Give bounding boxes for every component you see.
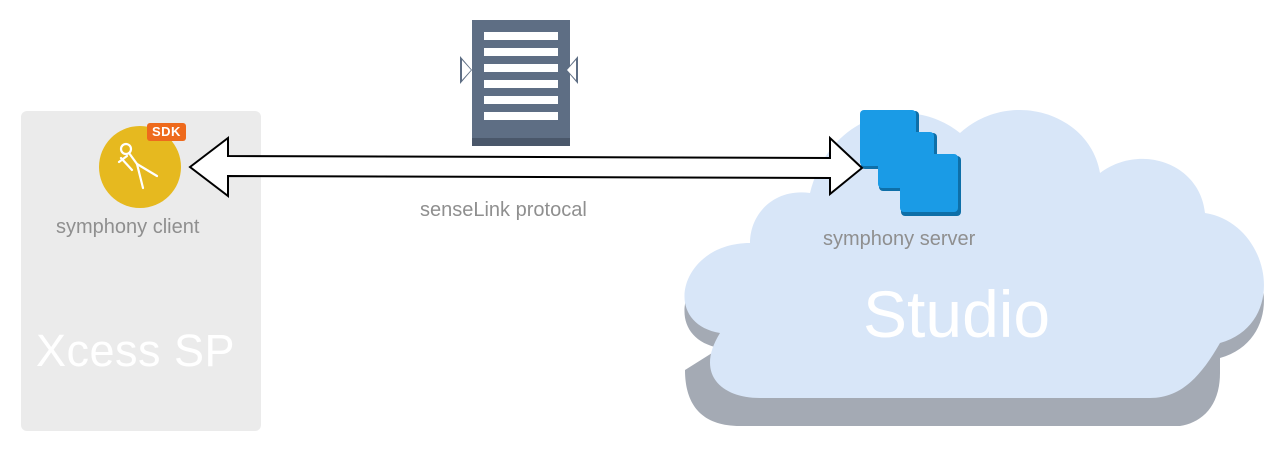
protocol-label: senseLink protocal xyxy=(420,199,587,221)
firewall-icon xyxy=(460,20,578,146)
compass-icon xyxy=(99,126,181,208)
server-label: symphony server xyxy=(823,228,976,250)
server-instances-icon xyxy=(860,110,961,216)
cloud-title: Studio xyxy=(863,277,1051,351)
panel-title: Xcess SP xyxy=(36,325,236,376)
client-label: symphony client xyxy=(56,216,200,238)
sdk-badge: SDK xyxy=(147,123,186,141)
